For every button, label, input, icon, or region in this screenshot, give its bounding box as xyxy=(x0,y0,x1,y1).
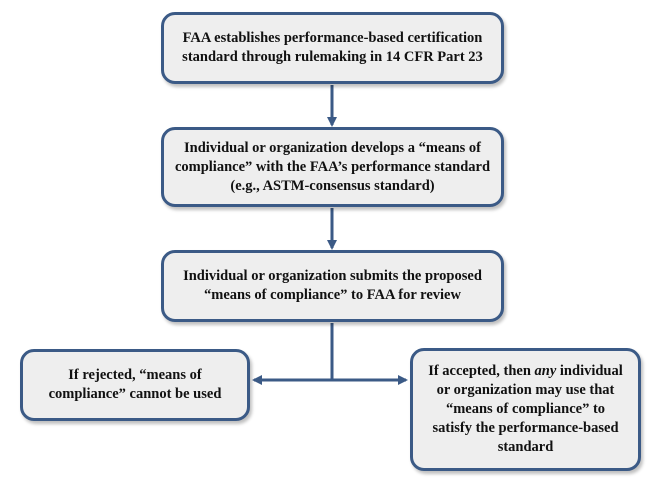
step-submit-review-box: Individual or organization submits the p… xyxy=(161,250,504,322)
outcome-accepted-text: If accepted, then any individual or orga… xyxy=(413,362,638,457)
step-submit-review-text: Individual or organization submits the p… xyxy=(183,268,482,303)
outcome-accepted-emphasis: any xyxy=(534,363,557,379)
step-rulemaking-box: FAA establishes performance-based certif… xyxy=(161,12,504,84)
outcome-accepted-rest: individual or organization may use that … xyxy=(432,363,623,455)
outcome-accepted-lead: If accepted, then xyxy=(428,363,535,379)
step-rulemaking-text: FAA establishes performance-based certif… xyxy=(182,30,483,65)
step-develop-means-box: Individual or organization develops a “m… xyxy=(161,127,504,207)
outcome-rejected-text: If rejected, “means of compliance” canno… xyxy=(48,367,222,402)
outcome-accepted-box: If accepted, then any individual or orga… xyxy=(410,348,641,471)
step-develop-means-text: Individual or organization develops a “m… xyxy=(174,139,491,194)
outcome-rejected-box: If rejected, “means of compliance” canno… xyxy=(20,349,250,421)
